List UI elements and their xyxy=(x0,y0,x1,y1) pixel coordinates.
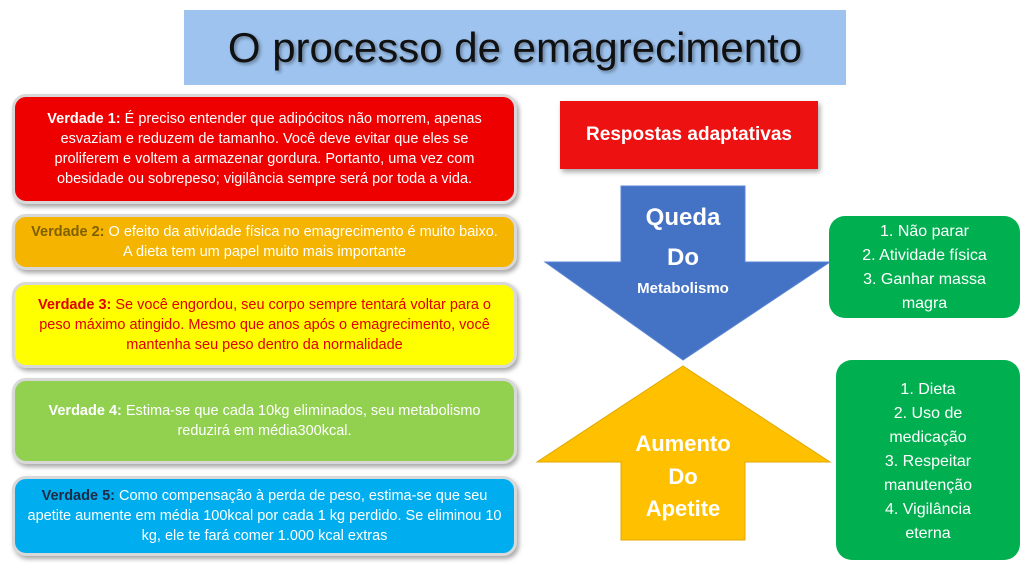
aumento-line2: Do xyxy=(668,464,698,489)
truth-text: Como compensação à perda de peso, estima… xyxy=(27,488,502,544)
title-banner: O processo de emagrecimento xyxy=(184,10,846,85)
apetite-actions-box: 1. Dieta 2. Uso de medicação 3. Respeita… xyxy=(836,360,1020,560)
down-arrow xyxy=(543,185,832,361)
truth-label: Verdade 1: xyxy=(47,111,121,127)
truth-label: Verdade 3: xyxy=(38,297,112,313)
truth-box-2: Verdade 2: O efeito da atividade física … xyxy=(12,214,517,270)
list-item: 4. Vigilância eterna xyxy=(885,501,971,542)
queda-line1: Queda xyxy=(645,204,721,231)
respostas-box: Respostas adaptativas xyxy=(560,101,818,169)
truth-text: O efeito da atividade física no emagreci… xyxy=(104,224,498,260)
truth-label: Verdade 2: xyxy=(31,224,105,240)
queda-line2: Do xyxy=(667,244,699,271)
list-item: 1. Dieta xyxy=(900,381,956,398)
truth-box-3: Verdade 3: Se você engordou, seu corpo s… xyxy=(12,282,517,368)
respostas-label: Respostas adaptativas xyxy=(586,124,792,145)
truth-text: É preciso entender que adipócitos não mo… xyxy=(54,111,482,187)
aumento-line1: Aumento xyxy=(635,431,731,456)
list-item: 3. Respeitar manutenção xyxy=(883,453,973,494)
list-item: 2. Atividade física xyxy=(862,247,987,264)
up-arrow xyxy=(535,365,832,541)
page-title: O processo de emagrecimento xyxy=(227,23,803,71)
truth-text: Se você engordou, seu corpo sempre tenta… xyxy=(39,297,491,353)
truth-box-1: Verdade 1: É preciso entender que adipóc… xyxy=(12,94,517,204)
metabolismo-actions-box: 1. Não parar 2. Atividade física 3. Ganh… xyxy=(829,216,1020,318)
list-item: 2. Uso de medicação xyxy=(889,405,967,446)
list-item: 3. Ganhar massa magra xyxy=(863,271,986,312)
truth-box-5: Verdade 5: Como compensação à perda de p… xyxy=(12,476,517,556)
list-item: 1. Não parar xyxy=(880,223,969,240)
truth-label: Verdade 5: xyxy=(41,488,115,504)
aumento-line3: Apetite xyxy=(645,496,721,521)
queda-line3: Metabolismo xyxy=(637,280,729,297)
truth-box-4: Verdade 4: Estima-se que cada 10kg elimi… xyxy=(12,378,517,464)
truth-label: Verdade 4: xyxy=(48,403,122,419)
truth-text: Estima-se que cada 10kg eliminados, seu … xyxy=(121,403,481,439)
